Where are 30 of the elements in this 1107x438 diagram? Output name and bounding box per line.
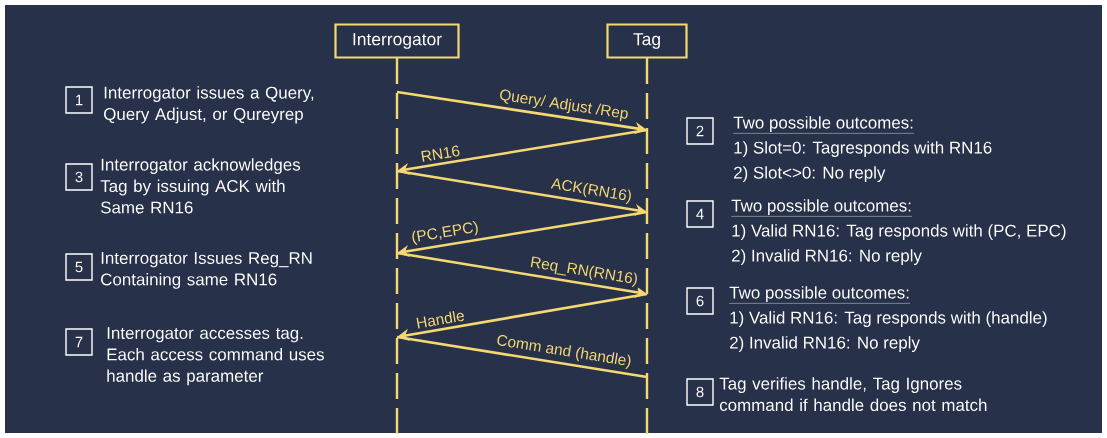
step-number-box: 4 <box>686 200 714 228</box>
step-number-box: 7 <box>65 328 93 356</box>
step-description: Interrogator acknowledges Tag by issuing ACK with Same RN16 <box>100 158 301 214</box>
outcome-line: 1) Slot=0: Tagresponds with RN16 <box>734 141 992 157</box>
step-description: Interrogator issues a Query, Query Adjust, or Qureyrep <box>104 86 314 124</box>
participant-box: Tag <box>606 23 688 59</box>
outcome-line: 1) Valid RN16: Tag responds with (PC, EPC) <box>732 224 1066 240</box>
outcome-heading: Two possible outcomes: <box>733 116 915 134</box>
step-description: Tag verifies handle, Tag Ignores command if handle does not match <box>719 377 987 412</box>
step-number-box: 3 <box>65 163 93 191</box>
outcome-line: 2) Invalid RN16: No reply <box>732 249 922 265</box>
step-number-box: 8 <box>686 378 714 406</box>
step-description: Interrogator Issues Reg_RN Containing same RN16 <box>101 252 312 289</box>
edge-label: ACK(RN16) <box>550 178 631 204</box>
outcome-line: 1) Valid RN16: Tag responds with (handle) <box>730 311 1047 327</box>
outcome-line: 2) Slot<>0: No reply <box>734 166 886 182</box>
edge-label: RN16 <box>421 145 460 162</box>
edge-label: Handle <box>416 310 465 329</box>
step-number-box: 1 <box>65 86 93 114</box>
step-number-box: 5 <box>65 253 93 281</box>
outcome-heading: Two possible outcomes: <box>731 199 913 217</box>
outcome-heading: Two possible outcomes: <box>729 286 911 304</box>
outcome-line: 2) Invalid RN16: No reply <box>730 336 920 352</box>
edge-label: Comm and (handle) <box>497 335 631 369</box>
edge-label: Query/ Adjust /Rep <box>500 89 628 122</box>
edge-label: (PC,EPC) <box>412 221 478 246</box>
step-number-box: 6 <box>686 287 714 315</box>
step-description: Interrogator accesses tag. Each access command uses handle as parameter <box>107 327 324 386</box>
step-number-box: 2 <box>686 117 714 145</box>
participant-box: Interrogator <box>334 23 460 59</box>
